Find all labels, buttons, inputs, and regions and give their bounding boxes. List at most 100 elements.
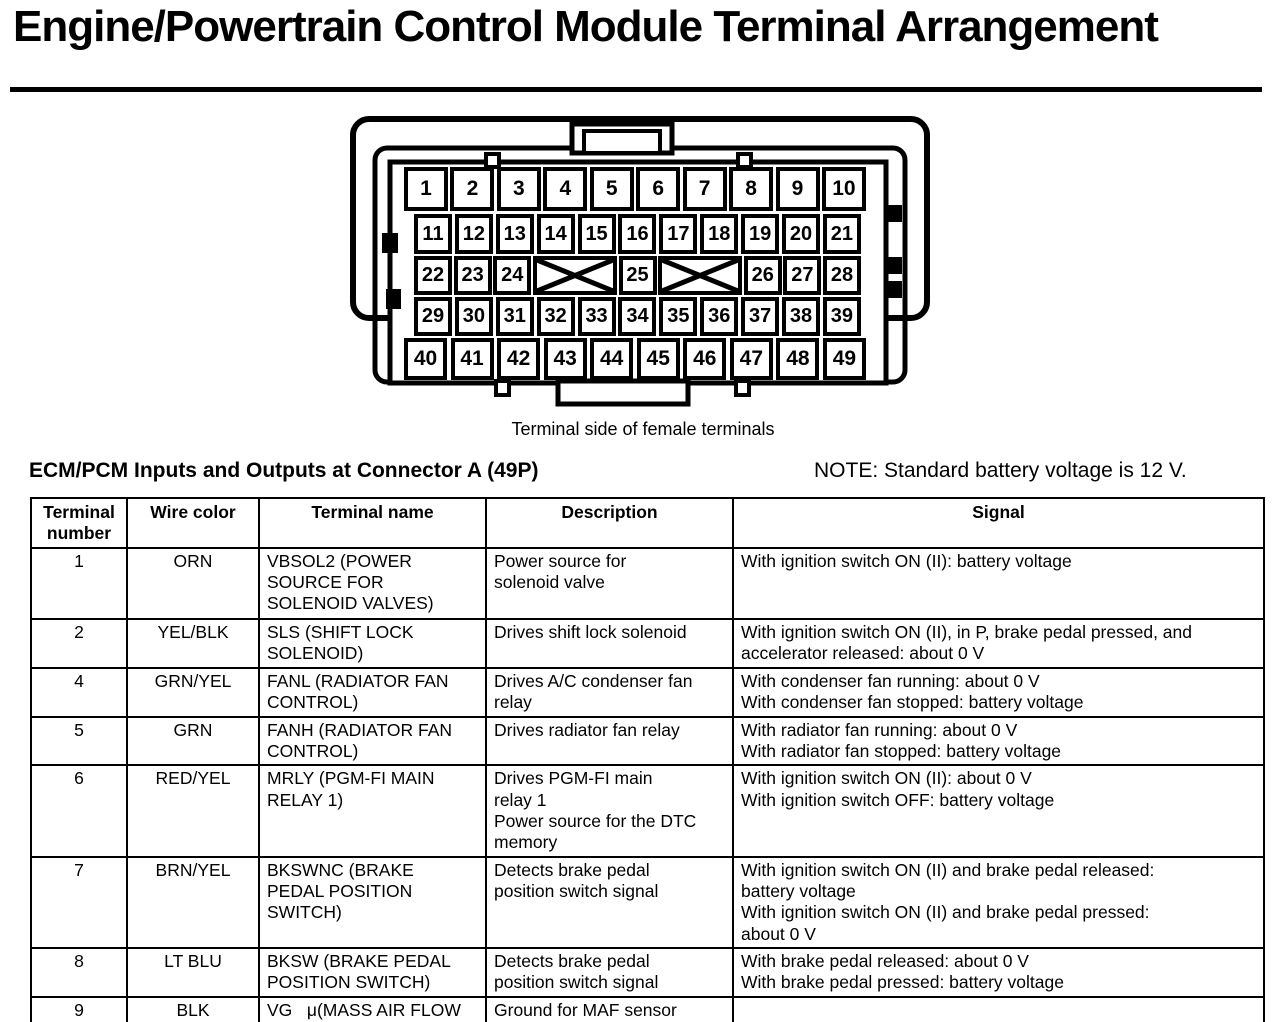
- cross-out-icon: [661, 259, 740, 292]
- left-latch-2: [386, 289, 401, 309]
- terminal-cell: 16: [618, 214, 657, 254]
- terminal-cell: 21: [822, 214, 861, 254]
- table-cell: 5: [30, 715, 128, 767]
- terminal-cell: 34: [618, 297, 657, 336]
- terminal-cell: 42: [497, 338, 541, 380]
- terminal-cell: 10: [821, 167, 866, 211]
- table-cell: 1: [30, 546, 128, 620]
- table-cell: With ignition switch ON (II): battery vo…: [732, 546, 1265, 620]
- terminal-cell: 32: [536, 297, 575, 336]
- connector-bottom-tab: [555, 378, 691, 407]
- right-latch-2: [888, 257, 902, 274]
- table-cell: Power source for solenoid valve: [485, 546, 734, 620]
- left-latch-1: [382, 233, 398, 253]
- terminal-cell: 13: [495, 214, 534, 254]
- terminal-cell: 49: [822, 338, 866, 380]
- right-latch-1: [888, 205, 902, 222]
- table-cell: YEL/BLK: [126, 617, 260, 669]
- table-cell: 7: [30, 855, 128, 950]
- table-cell: ORN: [126, 546, 260, 620]
- table-cell: FANH (RADIATOR FAN CONTROL): [258, 715, 487, 767]
- table-cell: With ignition switch ON (II) and brake p…: [732, 855, 1265, 950]
- table-cell: 6: [30, 764, 128, 858]
- terminal-cell: 22: [414, 256, 452, 295]
- top-notch-right: [736, 152, 753, 169]
- table-cell: BKSW (BRAKE PEDAL POSITION SWITCH): [258, 947, 487, 999]
- bottom-notch-right: [734, 379, 751, 397]
- table-cell: With ignition switch ON (II): about 0 V …: [732, 764, 1265, 858]
- terminal-cell: 6: [636, 167, 681, 211]
- table-cell: 4: [30, 666, 128, 718]
- terminal-cell: 37: [741, 297, 780, 336]
- table-cell: VBSOL2 (POWER SOURCE FOR SOLENOID VALVES…: [258, 546, 487, 620]
- table-cell: LT BLU: [126, 947, 260, 999]
- terminal-cell: 25: [618, 256, 657, 295]
- cross-out-icon: [535, 259, 614, 292]
- table-cell: 2: [30, 617, 128, 669]
- terminal-cell: 41: [450, 338, 494, 380]
- terminal-cell: 15: [577, 214, 616, 254]
- page-title: Engine/Powertrain Control Module Termina…: [13, 2, 1159, 51]
- column-header: Terminal number: [30, 497, 128, 549]
- column-header: Wire color: [126, 497, 260, 549]
- terminal-cell: 24: [493, 256, 532, 295]
- table-cell: Drives radiator fan relay: [485, 715, 734, 767]
- terminal-cell: 45: [636, 338, 680, 380]
- terminal-cell: 4: [543, 167, 588, 211]
- column-header: Description: [485, 497, 734, 549]
- table-cell: [732, 996, 1265, 1022]
- terminal-cell: 8: [729, 167, 774, 211]
- terminal-cell: 43: [543, 338, 587, 380]
- terminal-cell: 1: [404, 167, 448, 211]
- terminal-cell: 5: [589, 167, 634, 211]
- blocked-terminal-cell: [658, 256, 743, 295]
- terminal-cell: 33: [577, 297, 616, 336]
- battery-note: NOTE: Standard battery voltage is 12 V.: [814, 459, 1187, 482]
- terminal-cell: 2: [450, 167, 495, 211]
- table-cell: GRN: [126, 715, 260, 767]
- terminal-cell: 29: [414, 297, 452, 336]
- connector-caption: Terminal side of female terminals: [511, 419, 775, 439]
- terminal-cell: 38: [782, 297, 821, 336]
- table-cell: FANL (RADIATOR FAN CONTROL): [258, 666, 487, 718]
- table-cell: With ignition switch ON (II), in P, brak…: [732, 617, 1265, 669]
- table-cell: MRLY (PGM-FI MAIN RELAY 1): [258, 764, 487, 858]
- table-cell: Drives A/C condenser fan relay: [485, 666, 734, 718]
- table-cell: Detects brake pedal position switch sign…: [485, 947, 734, 999]
- terminal-cell: 11: [414, 214, 452, 254]
- terminal-cell: 36: [700, 297, 739, 336]
- table-cell: Detects brake pedal position switch sign…: [485, 855, 734, 950]
- terminal-cell: 31: [495, 297, 534, 336]
- terminal-cell: 9: [775, 167, 820, 211]
- table-cell: GRN/YEL: [126, 666, 260, 718]
- terminal-cell: 30: [454, 297, 493, 336]
- right-latch-3: [888, 281, 902, 298]
- table-cell: SLS (SHIFT LOCK SOLENOID): [258, 617, 487, 669]
- terminal-cell: 14: [536, 214, 575, 254]
- section-heading: ECM/PCM Inputs and Outputs at Connector …: [29, 459, 539, 482]
- table-cell: Drives shift lock solenoid: [485, 617, 734, 669]
- terminal-cell: 48: [776, 338, 820, 380]
- table-cell: BKSWNC (BRAKE PEDAL POSITION SWITCH): [258, 855, 487, 950]
- terminal-cell: 23: [453, 256, 492, 295]
- table-cell: With radiator fan running: about 0 V Wit…: [732, 715, 1265, 767]
- table-cell: 9: [30, 996, 128, 1022]
- table-cell: RED/YEL: [126, 764, 260, 858]
- terminal-cell: 40: [404, 338, 447, 380]
- terminal-cell: 17: [659, 214, 698, 254]
- bottom-notch-left: [494, 379, 511, 397]
- table-cell: With brake pedal released: about 0 V Wit…: [732, 947, 1265, 999]
- table-cell: Drives PGM-FI main relay 1 Power source …: [485, 764, 734, 858]
- table-cell: VG μ(MASS AIR FLOW (MAF) SENSOR ʃSIDE): [258, 996, 487, 1022]
- terminal-cell: 46: [683, 338, 727, 380]
